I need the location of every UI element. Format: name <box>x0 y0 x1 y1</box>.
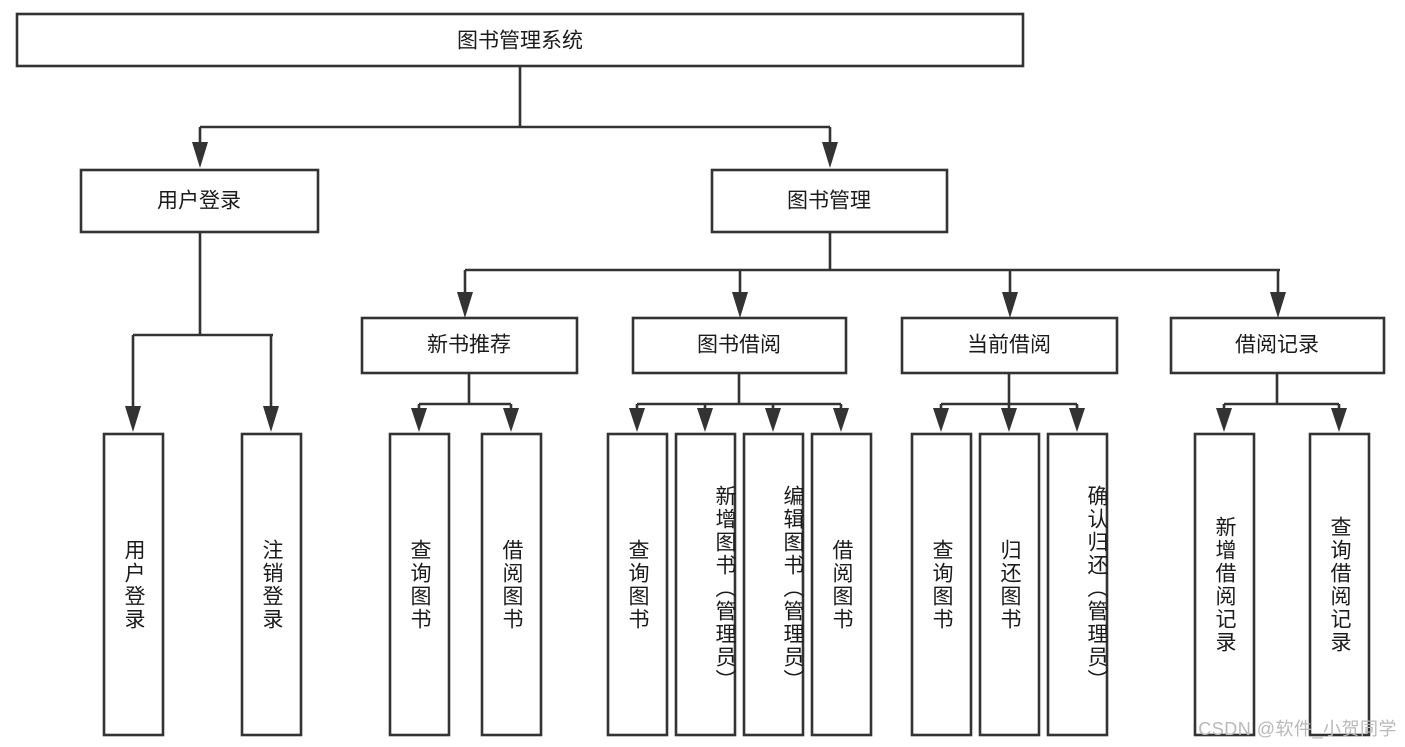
node-leaf-borrow-book-2-box[interactable] <box>810 432 873 737</box>
label-root: 图书管理系统 <box>457 30 583 53</box>
node-leaf-add-record-box[interactable] <box>1193 432 1256 737</box>
node-leaf-add-book-box[interactable] <box>674 432 737 737</box>
arrow-to-user-login <box>192 142 208 168</box>
label-borrow-record: 借阅记录 <box>1235 334 1319 357</box>
node-leaf-confirm-return-box[interactable] <box>1046 432 1109 737</box>
node-leaf-edit-book-box[interactable] <box>742 432 805 737</box>
arrow-to-current-borrow <box>1002 292 1018 318</box>
label-current-borrow: 当前借阅 <box>967 334 1051 357</box>
arrow-to-leaf-add-book <box>697 408 713 432</box>
node-book-manage-box[interactable] <box>710 168 949 234</box>
node-borrow-record-box[interactable] <box>1169 316 1386 375</box>
watermark-text: CSDN @软件_小贺同学 <box>1198 719 1397 739</box>
edge-group <box>125 66 1347 432</box>
arrow-to-leaf-user-login <box>125 406 141 432</box>
arrow-to-leaf-borrow-book-1 <box>503 408 519 432</box>
node-leaf-return-book-box[interactable] <box>978 432 1041 737</box>
node-leaf-borrow-book-1-box[interactable] <box>480 432 543 737</box>
arrow-to-leaf-query-book-3 <box>933 408 949 432</box>
node-user-login-box[interactable] <box>79 168 320 234</box>
label-book-manage: 图书管理 <box>787 190 871 213</box>
node-box-group <box>15 12 1386 737</box>
label-new-book-recommend: 新书推荐 <box>427 334 511 357</box>
label-book-borrow: 图书借阅 <box>697 334 781 357</box>
node-leaf-query-record-box[interactable] <box>1308 432 1371 737</box>
arrow-to-leaf-query-book-1 <box>411 408 427 432</box>
arrow-to-leaf-query-record <box>1331 408 1347 432</box>
node-current-borrow-box[interactable] <box>900 316 1119 375</box>
node-new-book-recommend-box[interactable] <box>360 316 579 375</box>
node-leaf-query-book-2-box[interactable] <box>606 432 669 737</box>
node-book-borrow-box[interactable] <box>631 316 848 375</box>
arrow-to-leaf-return-book <box>1001 408 1017 432</box>
arrow-to-leaf-query-book-2 <box>629 408 645 432</box>
arrow-to-leaf-add-record <box>1216 408 1232 432</box>
node-label-group: 图书管理系统 用户登录 图书管理 新书推荐 图书借阅 当前借阅 借阅记录 <box>157 30 1319 357</box>
node-leaf-query-book-1-box[interactable] <box>388 432 451 737</box>
node-leaf-user-logout-box[interactable] <box>240 432 303 737</box>
node-leaf-user-login-box[interactable] <box>102 432 165 737</box>
arrow-to-borrow-record <box>1270 292 1286 318</box>
arrow-to-book-borrow <box>732 292 748 318</box>
label-user-login: 用户登录 <box>157 190 241 213</box>
arrow-to-leaf-borrow-book-2 <box>833 408 849 432</box>
node-root-box[interactable] <box>15 12 1025 68</box>
arrow-to-leaf-edit-book <box>765 408 781 432</box>
arrow-to-leaf-confirm-return <box>1069 408 1085 432</box>
arrow-to-book-manage <box>822 142 838 168</box>
node-leaf-query-book-3-box[interactable] <box>910 432 973 737</box>
arrow-to-new-book-recommend <box>457 292 473 318</box>
arrow-to-leaf-user-logout <box>263 406 279 432</box>
